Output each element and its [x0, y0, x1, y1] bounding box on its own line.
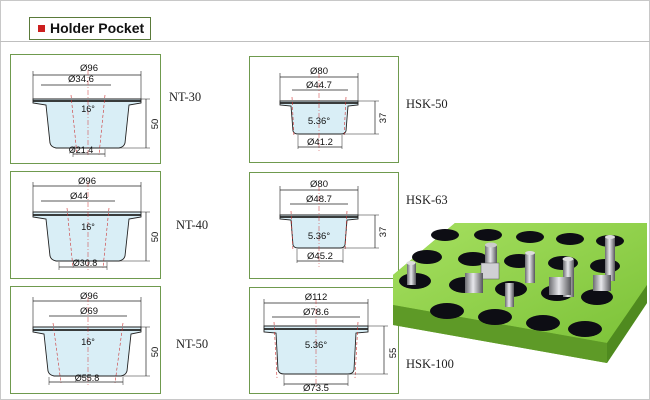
hsk-50-drawing: Ø80 Ø44.7 5.36° 37 Ø41.2 [279, 66, 389, 152]
nt-30-outer-dia: Ø96 [80, 63, 98, 74]
hsk-100-drawing: Ø112 Ø78.6 5.36° 55 Ø73.5 [263, 292, 399, 394]
holder-panel-nt-30: Ø96 Ø34.6 16° 50 Ø21.4 [10, 54, 161, 164]
nt-40-drawing: Ø96 Ø44 16° 50 Ø30.8 [32, 176, 161, 270]
hsk-100-height: 55 [388, 348, 399, 359]
nt-30-inner-dia: Ø34.6 [68, 74, 94, 85]
hsk-63-angle: 5.36° [308, 231, 330, 242]
holder-panel-hsk-50: Ø80 Ø44.7 5.36° 37 Ø41.2 [249, 56, 399, 163]
red-square-icon [38, 25, 45, 32]
hsk-63-drawing: Ø80 Ø48.7 5.36° 37 Ø45.2 [279, 179, 389, 267]
tray-side [393, 305, 607, 363]
title-divider [0, 41, 650, 42]
nt-40-outer-dia: Ø96 [78, 176, 96, 187]
nt-50-drawing: Ø96 Ø69 16° 50 Ø55.8 [32, 291, 161, 385]
nt-30-bottom-dia: Ø21.4 [69, 145, 94, 155]
hsk-50-angle: 5.36° [308, 116, 330, 127]
hsk-63-bottom-dia: Ø45.2 [307, 251, 333, 262]
section-title: Holder Pocket [50, 20, 145, 36]
tool-tray-photo [393, 223, 647, 363]
nt-50-angle: 16° [81, 337, 95, 347]
holder-panel-nt-50: Ø96 Ø69 16° 50 Ø55.8 [10, 286, 161, 394]
model-label-nt-30: NT-30 [169, 90, 202, 104]
model-label-hsk-100: HSK-100 [406, 357, 454, 371]
holder-panel-hsk-63: Ø80 Ø48.7 5.36° 37 Ø45.2 [249, 172, 399, 279]
hsk-50-outer-dia: Ø80 [310, 66, 328, 77]
nt-50-height: 50 [150, 347, 161, 358]
nt-50-outer-dia: Ø96 [80, 291, 98, 302]
model-label-nt-50: NT-50 [176, 337, 209, 351]
hsk-100-bottom-dia: Ø73.5 [303, 383, 329, 394]
hsk-100-angle: 5.36° [305, 340, 327, 351]
nt-40-bottom-dia: Ø30.8 [73, 258, 98, 268]
nt-50-inner-dia: Ø69 [80, 306, 98, 317]
nt-50-bottom-dia: Ø55.8 [75, 373, 100, 383]
hsk-63-outer-dia: Ø80 [310, 179, 328, 190]
hsk-50-inner-dia: Ø44.7 [306, 80, 332, 91]
nt-40-angle: 16° [81, 222, 95, 232]
section-title-tab: Holder Pocket [29, 17, 151, 40]
model-label-hsk-63: HSK-63 [406, 193, 448, 207]
hsk-63-height: 37 [378, 227, 389, 238]
holder-panel-hsk-100: Ø112 Ø78.6 5.36° 55 Ø73.5 [249, 287, 399, 394]
hsk-100-inner-dia: Ø78.6 [303, 307, 329, 318]
model-label-nt-40: NT-40 [176, 218, 209, 232]
tray-end [607, 285, 647, 363]
nt-40-inner-dia: Ø44 [70, 191, 88, 202]
nt-40-height: 50 [150, 232, 161, 243]
hsk-63-inner-dia: Ø48.7 [306, 194, 332, 205]
hsk-50-height: 37 [378, 113, 389, 124]
hsk-50-bottom-dia: Ø41.2 [307, 137, 333, 148]
tool-holders [406, 235, 615, 307]
nt-30-height: 50 [150, 119, 161, 130]
nt-30-drawing: Ø96 Ø34.6 16° 50 Ø21.4 [32, 63, 161, 157]
nt-30-angle: 16° [81, 104, 95, 114]
holder-panel-nt-40: Ø96 Ø44 16° 50 Ø30.8 [10, 171, 161, 279]
hsk-100-outer-dia: Ø112 [305, 292, 328, 303]
model-label-hsk-50: HSK-50 [406, 97, 448, 111]
